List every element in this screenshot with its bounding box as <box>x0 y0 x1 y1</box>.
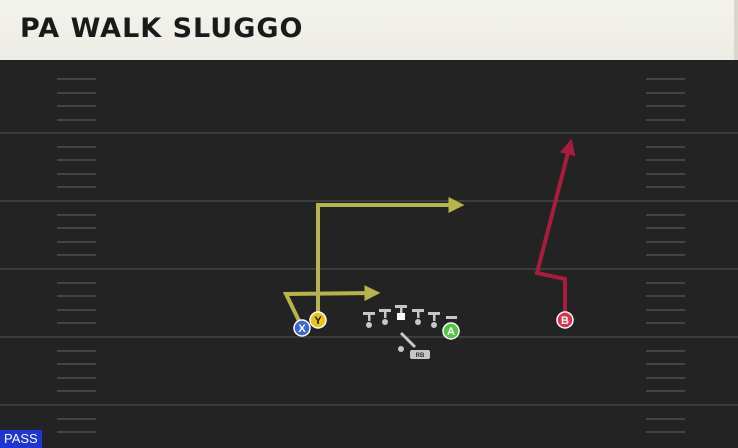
offensive-line <box>363 305 457 328</box>
route-x-in <box>282 285 381 328</box>
player-a-label: A <box>447 326 455 338</box>
player-y-label: Y <box>314 315 322 327</box>
rb-label: RB <box>416 353 425 359</box>
hash-marks-right <box>646 78 685 433</box>
football-field: RB X Y A B <box>0 60 738 448</box>
player-y: Y <box>309 311 327 329</box>
hash-marks-left <box>57 78 96 433</box>
route-b-sluggo <box>534 138 576 319</box>
lineman-icon <box>379 309 391 325</box>
play-title: PA WALK SLUGGO <box>20 13 304 44</box>
player-a: A <box>442 322 460 340</box>
lineman-icon <box>395 305 407 320</box>
lineman-icon <box>363 312 375 328</box>
rb-player: RB <box>398 331 430 359</box>
title-edge <box>734 0 738 60</box>
tight-end-block-icon <box>446 316 457 319</box>
yard-lines <box>0 132 738 406</box>
player-x: X <box>293 319 311 337</box>
lineman-icon <box>428 312 440 328</box>
title-bar: PA WALK SLUGGO <box>0 0 738 61</box>
play-type-badge: PASS <box>0 430 42 448</box>
route-y-corner <box>316 197 465 319</box>
player-b-label: B <box>561 315 569 327</box>
player-x-label: X <box>298 323 306 335</box>
ball-icon <box>397 313 405 320</box>
player-b: B <box>556 311 574 329</box>
field-surface <box>0 60 738 448</box>
lineman-icon <box>412 309 424 325</box>
